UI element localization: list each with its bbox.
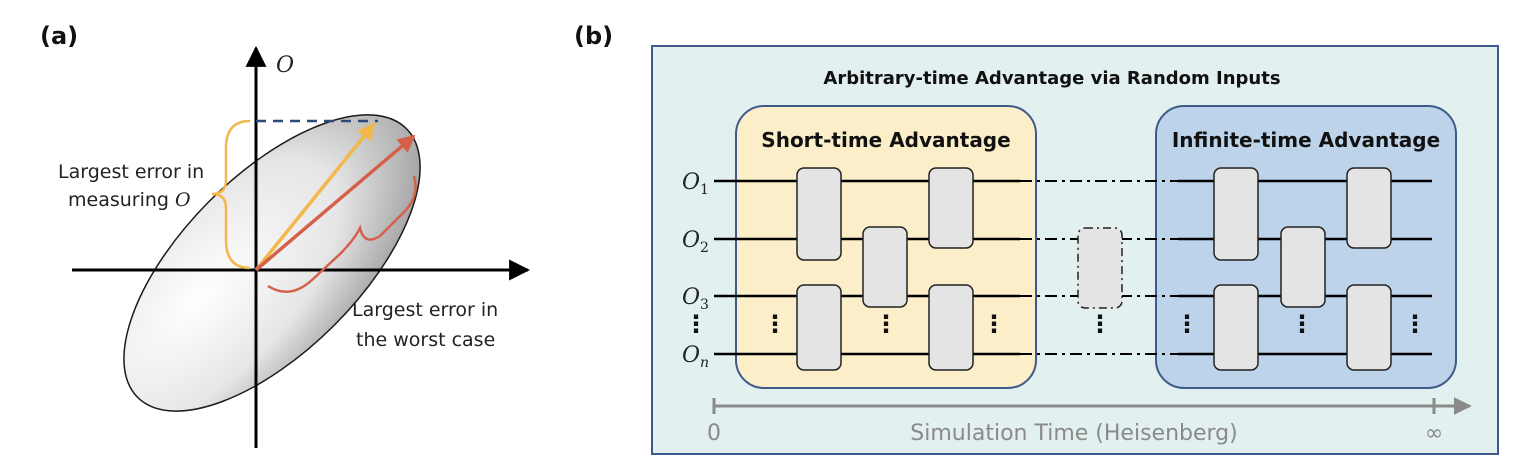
gate (1213, 167, 1259, 261)
svg-text:⋮: ⋮ (874, 310, 898, 338)
time-axis-start-label: 0 (707, 421, 721, 446)
gate (862, 226, 908, 308)
svg-text:⋮: ⋮ (684, 310, 708, 338)
panel-b: (b) Arbitrary-time Advantage via Random … (574, 22, 1499, 455)
svg-text:⋮: ⋮ (1403, 310, 1427, 338)
gate (1213, 284, 1259, 371)
gates-infinite (1213, 167, 1392, 371)
panel-b-title: Arbitrary-time Advantage via Random Inpu… (823, 68, 1280, 89)
gate (1280, 226, 1326, 308)
panel-a: (a) O Largest error in measuring O Large… (40, 22, 531, 448)
orange-arrow (254, 122, 376, 272)
time-axis-label: Simulation Time (Heisenberg) (910, 421, 1237, 446)
red-arrow (254, 134, 416, 272)
svg-text:⋮: ⋮ (1290, 310, 1314, 338)
panel-a-label: (a) (40, 22, 78, 50)
time-axis-end-label: ∞ (1425, 421, 1443, 446)
gate (928, 167, 974, 249)
svg-text:⋮: ⋮ (1175, 310, 1199, 338)
gates-short (796, 167, 974, 371)
panel-b-label: (b) (574, 22, 613, 50)
error-ellipse (123, 114, 421, 412)
gate-placeholder (1077, 227, 1123, 309)
wire-labels: O1 O2 O3 On (682, 170, 709, 371)
wire-label-1: O1 (682, 170, 709, 198)
short-time-title: Short-time Advantage (761, 128, 1010, 152)
wire-label-3: O3 (682, 285, 709, 313)
svg-text:⋮: ⋮ (982, 310, 1006, 338)
right-annotation-line2: the worst case (356, 329, 495, 351)
wire-label-2: O2 (682, 228, 709, 256)
left-annotation-line1: Largest error in (58, 161, 204, 183)
red-brace (267, 175, 417, 293)
vertical-dots: ⋮ ⋮ ⋮ ⋮ ⋮ ⋮ ⋮ ⋮ (684, 310, 1427, 338)
gate (1346, 167, 1392, 249)
infinite-time-title: Infinite-time Advantage (1172, 128, 1440, 152)
wire-label-n: On (682, 343, 709, 371)
svg-text:⋮: ⋮ (763, 310, 787, 338)
orange-brace (211, 119, 251, 270)
y-axis-label: O (276, 53, 294, 78)
gate (796, 284, 842, 371)
left-annotation-line2: measuring O (68, 189, 191, 211)
right-annotation-line1: Largest error in (352, 299, 498, 321)
gate (1346, 284, 1392, 371)
gate (796, 167, 842, 261)
gate (928, 284, 974, 371)
svg-text:⋮: ⋮ (1088, 310, 1112, 338)
